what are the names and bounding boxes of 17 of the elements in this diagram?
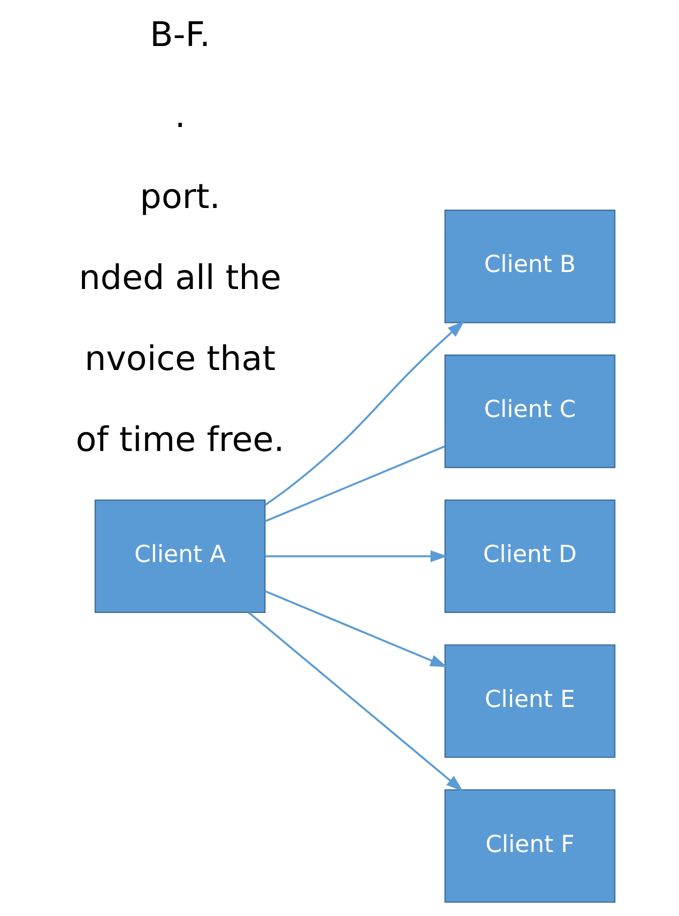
label: nvoice that <box>84 340 276 379</box>
node-box: Client C <box>444 354 615 468</box>
label: B-F. <box>149 16 210 56</box>
label: of time free. <box>75 420 284 460</box>
node-box: Client B <box>444 210 615 324</box>
arrow <box>264 320 464 506</box>
arrow <box>264 550 447 562</box>
label: . <box>174 97 185 136</box>
node-box: Client D <box>444 499 615 614</box>
arrow <box>248 612 463 792</box>
arrow <box>264 590 447 668</box>
node-box: Client A <box>94 499 266 614</box>
node-box: Client F <box>444 789 615 903</box>
label: nded all the <box>78 259 281 298</box>
label: port. <box>139 178 220 218</box>
node-box: Client E <box>444 644 615 758</box>
connector <box>264 446 444 522</box>
